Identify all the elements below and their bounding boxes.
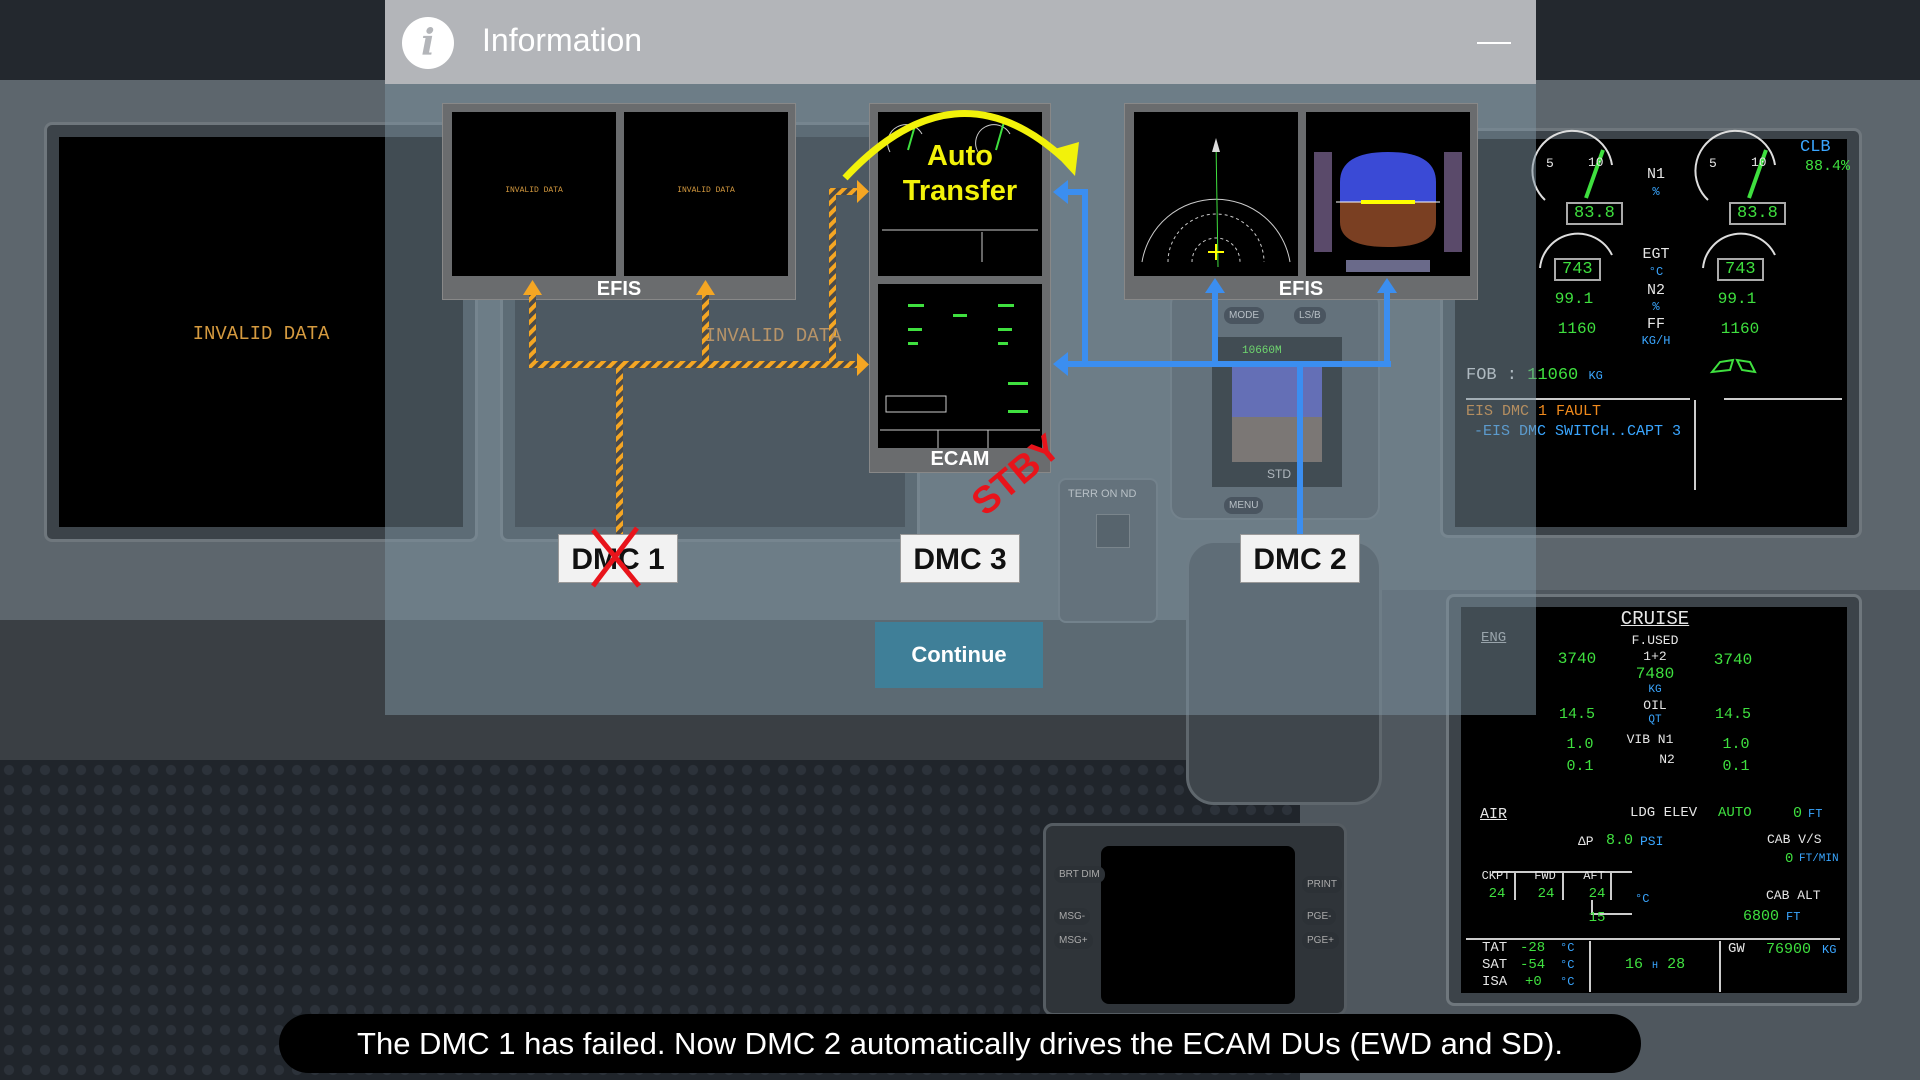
dmc1-trunk-path [616,361,623,534]
dmc1-efis-nd-path [702,290,709,368]
msg-minus-button[interactable]: MSG- [1054,908,1091,925]
dmc2-efis-pfd-path [1384,290,1390,367]
invalid-data-text: INVALID DATA [192,323,330,345]
arrowhead [1377,278,1397,293]
arrowhead [857,180,869,203]
minimize-button[interactable] [1473,30,1513,56]
std-label: STD [1267,467,1291,481]
pfd-thumb-graphics [1314,152,1462,272]
ls-button[interactable]: LS/B [1294,307,1326,324]
ewd-thumb [878,112,1042,276]
dmc2-label: DMC 2 [1253,543,1347,576]
brt-dim-button[interactable]: BRT DIM [1054,866,1105,883]
sd-bezel [1446,594,1862,1006]
nd-thumb-graphics [1141,138,1291,268]
arrowhead [1205,278,1225,293]
dialog-title: Information [482,22,643,58]
arrowhead [523,280,542,295]
dmc1-ewd-path [829,188,859,195]
failed-x-icon [591,526,641,588]
dmc2-efis-nd-path [1212,290,1218,367]
auto-transfer-line1: Auto [926,140,994,172]
auto-transfer-arrow [842,110,1079,181]
sd-thumb-graphics [880,304,1040,448]
connection-diagram [523,110,1397,534]
ecam-diagram: ECAM [869,103,1051,473]
dmc3-label: DMC 3 [913,543,1007,576]
dmc3-box: DMC 3 [900,534,1020,583]
fo-nd-thumb [1134,112,1298,276]
dmc1-efis-pfd-path [529,290,536,368]
arrowhead [1053,180,1068,204]
active-dmc2-paths [1053,180,1397,534]
efis-right-diagram: EFIS [1124,103,1478,300]
fo-pfd-thumb [1306,112,1470,276]
mode-button[interactable]: MODE [1224,307,1264,324]
auto-transfer-line2: Transfer [902,175,1018,207]
invalid-data-text: INVALID DATA [677,186,735,195]
invalid-data-text: INVALID DATA [505,186,563,195]
mcdu-panel: BRT DIM MSG- MSG+ PRINT PGE- PGE+ [1043,823,1347,1016]
arrowhead [696,280,715,295]
print-button[interactable]: PRINT [1302,876,1342,893]
dmc2-bus-path [1065,361,1391,367]
capt-pfd-thumb: INVALID DATA [452,112,616,276]
dmc1-bus-path [529,361,864,368]
terr-on-nd-label: TERR ON ND [1068,488,1137,500]
efis-left-diagram: INVALID DATA INVALID DATA EFIS [442,103,796,300]
continue-button[interactable]: Continue [875,622,1043,688]
pge-minus-button[interactable]: PGE- [1302,908,1337,925]
dmc2-trunk-path [1297,361,1303,534]
minimize-icon [1477,42,1511,44]
msg-plus-button[interactable]: MSG+ [1054,932,1093,949]
dmc2-ewd-riser [1082,189,1088,367]
dmc2-box: DMC 2 [1240,534,1360,583]
efis-right-label: EFIS [1278,278,1324,300]
dialog-header: i Information [385,0,1536,84]
info-icon: i [402,17,454,69]
ecam-label: ECAM [930,448,990,470]
invalid-data-text: INVALID DATA [704,325,842,347]
menu-button[interactable]: MENU [1224,497,1264,514]
arrowhead [857,353,869,376]
subtitle-caption: The DMC 1 has failed. Now DMC 2 automati… [279,1014,1641,1073]
pge-plus-button[interactable]: PGE+ [1302,932,1339,949]
dmc1-ewd-riser [829,188,836,368]
information-dialog: i Information INVALID DATA INVALID DATA … [385,0,1536,715]
dmc2-ewd-path [1065,189,1088,195]
failed-dmc1-paths [523,180,869,534]
mcdu-screen [1101,846,1295,1004]
efis-left-label: EFIS [596,278,642,300]
altitude-readout: 10660M [1242,345,1282,357]
arrowhead [1053,352,1068,376]
capt-nd-thumb: INVALID DATA [624,112,788,276]
sd-thumb [878,284,1042,448]
